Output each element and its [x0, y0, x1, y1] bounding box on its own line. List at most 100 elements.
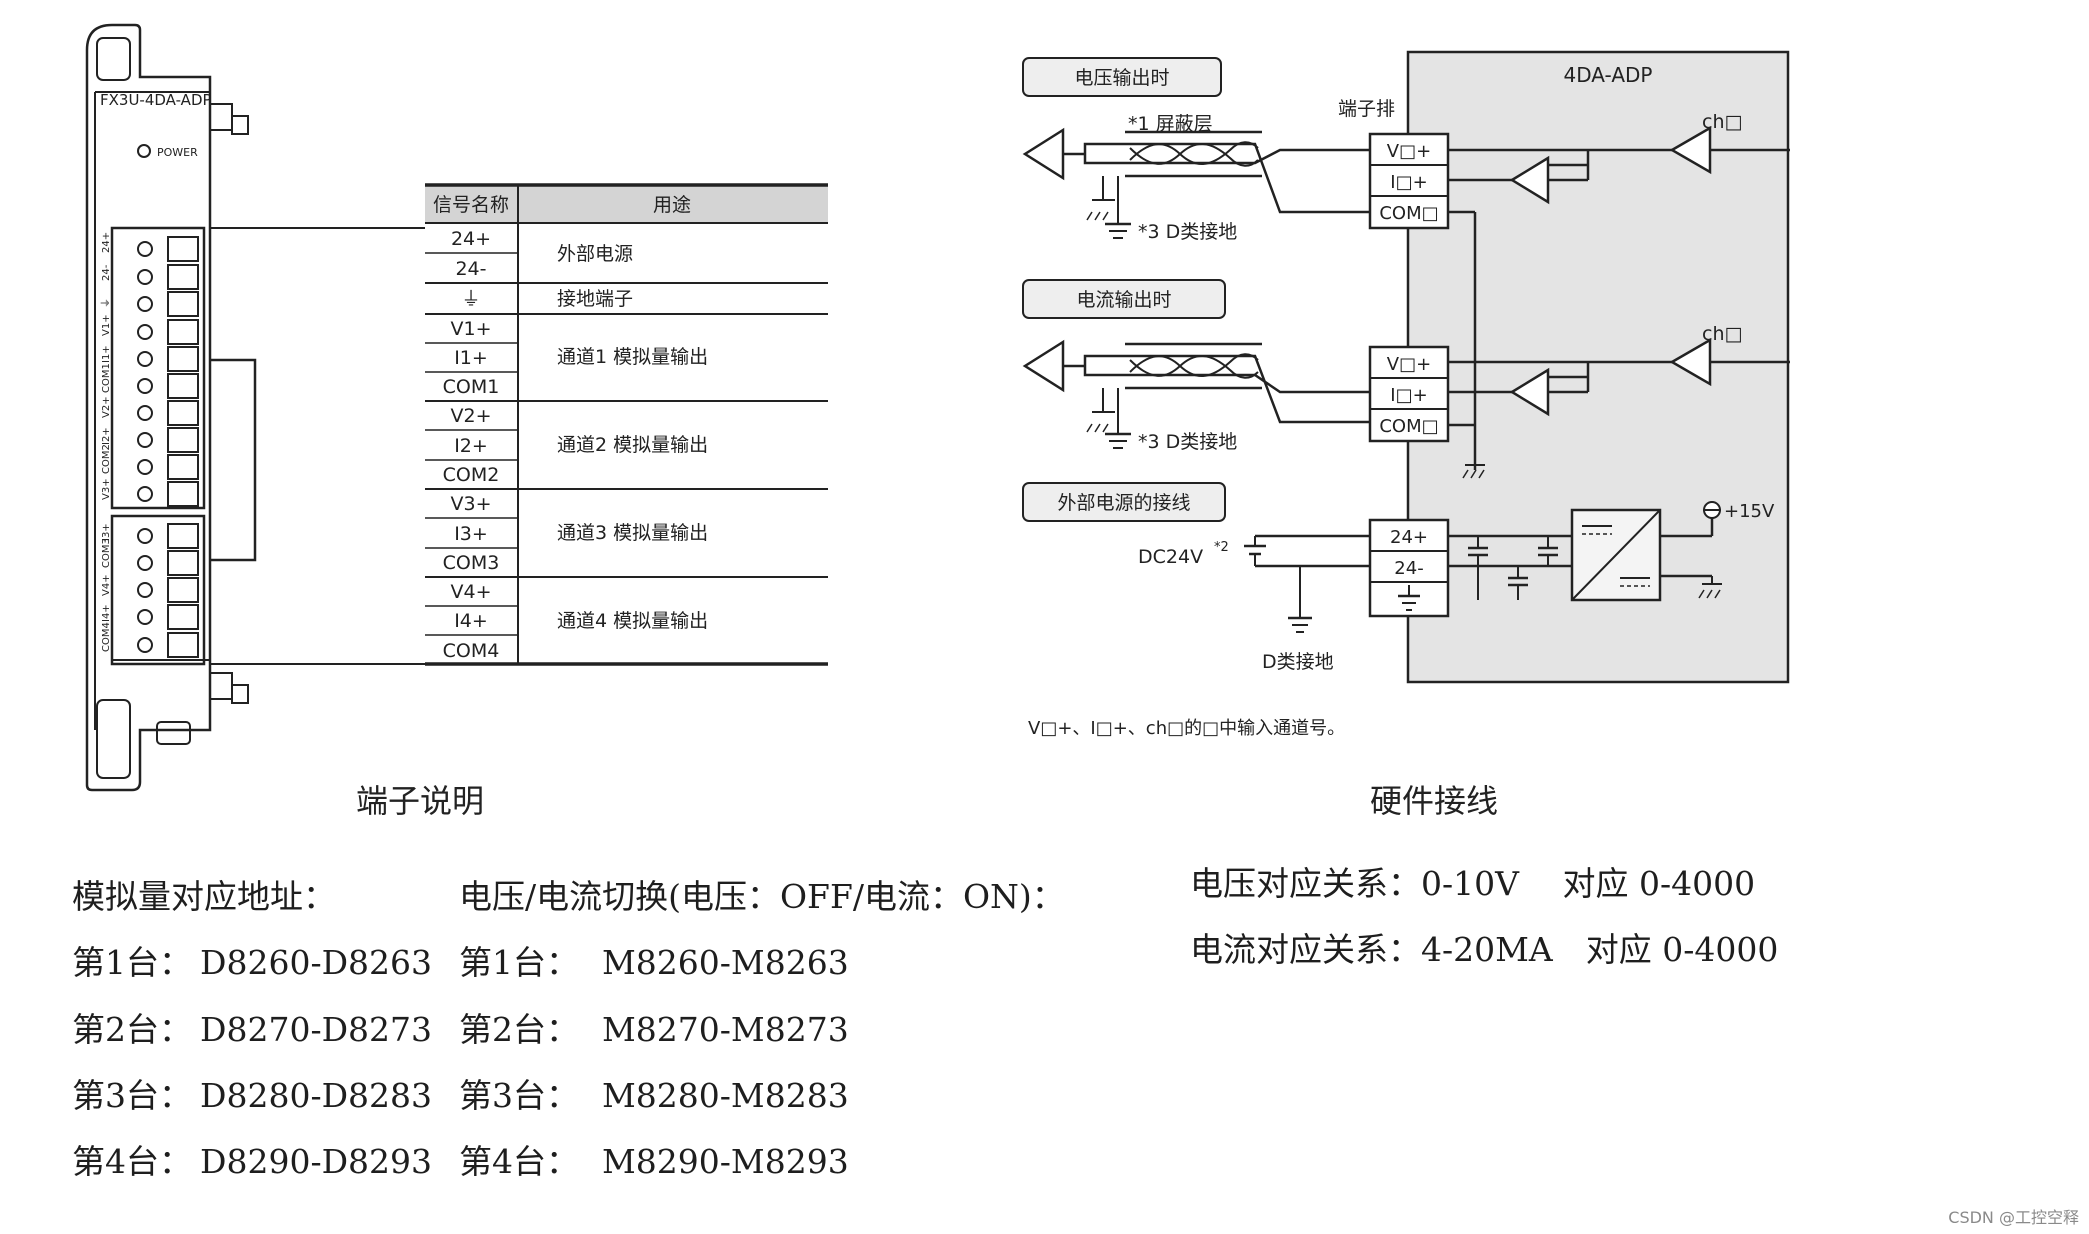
caption-hardware-wiring: 硬件接线 — [1370, 782, 1498, 820]
side-label-15: COM4 — [101, 622, 112, 652]
table-group: 外部电源 — [557, 243, 633, 265]
voltage-output-wiring — [1022, 125, 1790, 470]
terminal-com: COM□ — [1379, 416, 1438, 437]
table-signal: I2+ — [454, 435, 488, 457]
side-label-12: COM3 — [101, 538, 112, 568]
terminal-i: I□+ — [1390, 385, 1427, 406]
address-row-1-unit: 第1台： — [72, 943, 192, 982]
address-row-4-unit: 第4台： — [72, 1142, 192, 1181]
wiring-note: V□+、I□+、ch□的□中输入通道号。 — [1028, 718, 1345, 739]
side-label-1: 24+ — [101, 232, 112, 253]
table-signal: ⏚ — [461, 288, 480, 310]
side-label-5: I1+ — [101, 345, 112, 363]
terminal-block-labels: V□+ I□+ COM□ V□+ I□+ COM□ 24+ 24- — [1379, 141, 1438, 579]
current-output-label: 电流输出时 — [1076, 289, 1171, 311]
module-terminal-screws — [137, 236, 199, 658]
side-label-8: I2+ — [101, 427, 112, 445]
module-side-labels: 24+ 24- ⏚ V1+ I1+ COM1 V2+ I2+ COM2 V3+ … — [100, 232, 112, 652]
current-relation: 电流对应关系：4-20MA 对应 0-4000 — [1190, 930, 1779, 969]
side-label-7: V2+ — [101, 396, 112, 418]
table-signal: I1+ — [454, 347, 488, 369]
current-output-box — [1022, 279, 1226, 319]
address-row-2-unit: 第2台： — [72, 1010, 192, 1049]
table-group: 通道4 模拟量输出 — [557, 610, 708, 632]
table-group: 接地端子 — [557, 288, 633, 310]
voltage-output-label: 电压输出时 — [1074, 67, 1169, 89]
table-signal: V1+ — [450, 318, 491, 340]
terminal-com: COM□ — [1379, 203, 1438, 224]
table-signal: COM1 — [443, 376, 500, 398]
power-wiring-box — [1022, 482, 1226, 522]
table-signal: 24+ — [451, 228, 491, 250]
shield-label: *1 屏蔽层 — [1128, 113, 1213, 135]
ch-label-2: ch□ — [1702, 323, 1742, 345]
address-row-4-d: D8290-D8293 — [200, 1142, 433, 1181]
module-model-label: FX3U-4DA-ADP — [100, 91, 212, 109]
watermark: CSDN @工控空释 — [1948, 1208, 2079, 1227]
address-row-3-d: D8280-D8283 — [200, 1076, 433, 1115]
table-signal: COM2 — [443, 464, 500, 486]
table-signal: I3+ — [454, 523, 488, 545]
table-purpose-column: 外部电源 接地端子 通道1 模拟量输出 通道2 模拟量输出 通道3 模拟量输出 … — [557, 243, 708, 632]
current-output-wiring — [1022, 337, 1790, 479]
table-group: 通道2 模拟量输出 — [557, 434, 708, 456]
side-label-2: 24- — [101, 264, 112, 281]
side-label-4: V1+ — [101, 314, 112, 336]
address-row-2-unit2: 第2台： — [459, 1010, 579, 1049]
terminal-24p: 24+ — [1390, 527, 1428, 548]
table-signal: V3+ — [450, 493, 491, 515]
plus15-label: +15V — [1724, 501, 1775, 522]
power-label: POWER — [157, 146, 198, 159]
side-label-6: COM1 — [101, 363, 112, 393]
address-row-4-m: M8290-M8293 — [602, 1142, 849, 1181]
address-row-3-m: M8280-M8283 — [602, 1076, 849, 1115]
table-signal-column: 24+ 24- ⏚ V1+ I1+ COM1 V2+ I2+ COM2 V3+ … — [443, 228, 500, 662]
table-signal: COM4 — [443, 640, 500, 662]
table-signal: I4+ — [454, 610, 488, 632]
terminal-table-lines — [425, 183, 828, 666]
dc-note-label: *2 — [1214, 540, 1229, 555]
terminal-v: V□+ — [1387, 354, 1431, 375]
table-header-purpose: 用途 — [653, 194, 691, 216]
table-signal: 24- — [455, 258, 486, 280]
side-label-9: COM2 — [101, 444, 112, 474]
side-label-13: V4+ — [101, 574, 112, 596]
address-header-analog: 模拟量对应地址： — [72, 877, 336, 916]
address-row-1-unit2: 第1台： — [459, 943, 579, 982]
ground-label-3: D类接地 — [1262, 651, 1334, 673]
address-row-3-unit: 第3台： — [72, 1076, 192, 1115]
ground-label-2: *3 D类接地 — [1138, 431, 1237, 453]
side-label-11: I3+ — [101, 523, 112, 541]
address-row-2-d: D8270-D8273 — [200, 1010, 433, 1049]
terminal-v: V□+ — [1387, 141, 1431, 162]
ch-label-1: ch□ — [1702, 111, 1742, 133]
module-outline — [85, 23, 257, 792]
wiring-module-title: 4DA-ADP — [1564, 63, 1653, 87]
side-label-14: I4+ — [101, 604, 112, 622]
power-wiring-label: 外部电源的接线 — [1057, 492, 1190, 514]
address-row-1-d: D8260-D8263 — [200, 943, 433, 982]
power-supply-wiring — [1244, 501, 1722, 633]
side-label-10: V3+ — [101, 478, 112, 500]
address-row-2-m: M8270-M8273 — [602, 1010, 849, 1049]
terminal-block-label: 端子排 — [1338, 98, 1395, 120]
caption-terminal-description: 端子说明 — [356, 782, 484, 820]
ground-label-1: *3 D类接地 — [1138, 221, 1237, 243]
address-row-4-unit2: 第4台： — [459, 1142, 579, 1181]
table-signal: V4+ — [450, 581, 491, 603]
table-signal: V2+ — [450, 405, 491, 427]
terminal-24m: 24- — [1394, 558, 1423, 579]
side-label-3: ⏚ — [100, 298, 112, 308]
dc-supply-label: DC24V — [1138, 546, 1203, 568]
terminal-i: I□+ — [1390, 172, 1427, 193]
table-signal: COM3 — [443, 552, 500, 574]
voltage-output-box — [1022, 57, 1222, 97]
table-group: 通道1 模拟量输出 — [557, 346, 708, 368]
table-header-signal: 信号名称 — [433, 194, 509, 216]
address-row-3-unit2: 第3台： — [459, 1076, 579, 1115]
table-group: 通道3 模拟量输出 — [557, 522, 708, 544]
voltage-relation: 电压对应关系：0-10V 对应 0-4000 — [1190, 864, 1756, 903]
address-header-switch: 电压/电流切换(电压：OFF/电流：ON)： — [459, 877, 1065, 916]
address-row-1-m: M8260-M8263 — [602, 943, 849, 982]
